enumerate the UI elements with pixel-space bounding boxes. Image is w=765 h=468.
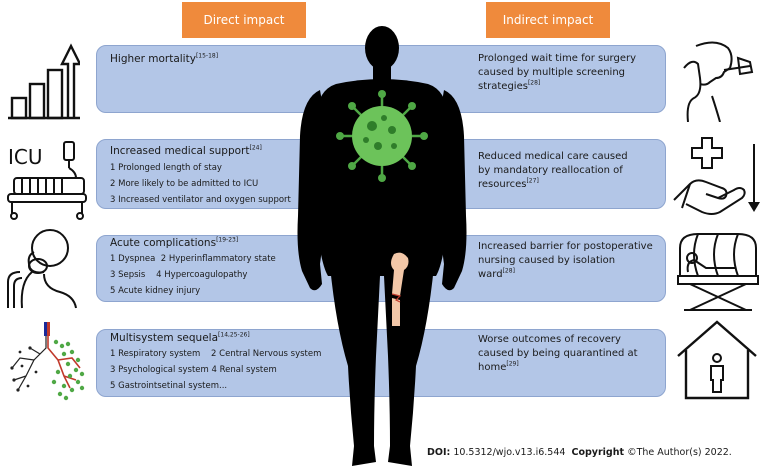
hand-medical-cross-decrease-icon — [673, 137, 760, 215]
fractured-femur-icon — [391, 252, 409, 326]
direct-title-1: Higher mortality[15-18] — [110, 52, 219, 65]
indirect-text-1: Prolonged wait time for surgery caused b… — [478, 53, 637, 92]
virus-icon — [336, 90, 428, 182]
impact-row-4-box — [96, 329, 666, 397]
nasal-swab-test-icon — [683, 41, 754, 122]
indirect-impact-header: Indirect impact — [486, 2, 610, 38]
patient-oxygen-mask-icon — [7, 229, 77, 309]
direct-text-3: Acute complications[19-23] 1 Dyspnea 2 H… — [110, 236, 276, 296]
direct-impact-header: Direct impact — [182, 2, 306, 38]
isolation-bed-icon — [677, 233, 759, 311]
indirect-text-3: Increased barrier for postoperative nurs… — [478, 241, 653, 280]
indirect-text-4: Worse outcomes of recovery caused by bei… — [478, 334, 638, 373]
direct-text-2: Increased medical support[24] 1 Prolonge… — [110, 144, 291, 205]
indirect-text-2: Reduced medical care caused by mandatory… — [478, 151, 628, 190]
doi-footer: DOI: 10.5312/wjo.v13.i6.544 Copyright ©T… — [427, 447, 732, 458]
svg-text:ICU: ICU — [8, 145, 43, 169]
home-quarantine-icon — [677, 320, 757, 400]
icu-bed-icon: ICU — [7, 141, 87, 220]
lungs-icon — [10, 322, 85, 401]
direct-text-4: Multisystem sequela[14,25-26] 1 Respirat… — [110, 331, 322, 391]
human-silhouette — [297, 26, 467, 466]
rising-bar-chart-icon — [8, 43, 80, 120]
